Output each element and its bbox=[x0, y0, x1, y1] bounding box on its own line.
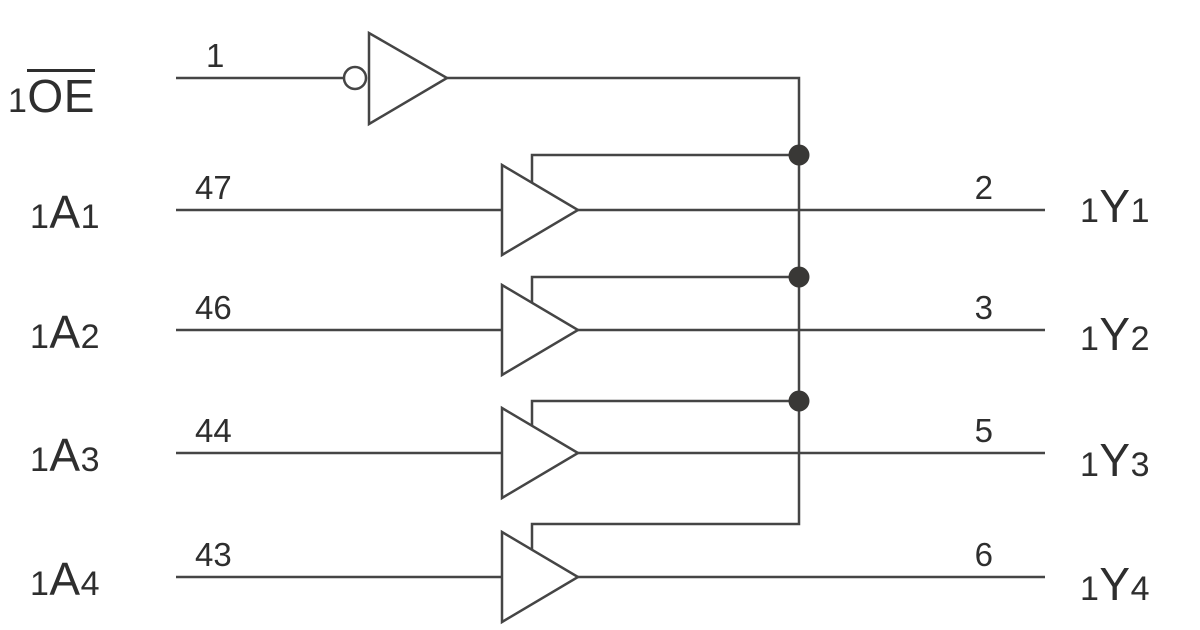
inverter-triangle-icon bbox=[367, 30, 450, 127]
signal-prefix: 1 bbox=[30, 198, 50, 236]
pin-number-input-4: 43 bbox=[195, 536, 232, 573]
signal-index: 4 bbox=[80, 565, 101, 603]
buffer-triangle-icon-4 bbox=[500, 529, 581, 625]
signal-name: Y bbox=[1099, 308, 1131, 360]
signal-prefix: 1 bbox=[1080, 446, 1100, 484]
enable-bus bbox=[447, 76, 810, 550]
junction-dot-3 bbox=[788, 390, 810, 412]
pin-number-output-4: 6 bbox=[974, 536, 993, 573]
buffer-channel-4 bbox=[176, 529, 1045, 625]
inverter-bubble-icon bbox=[342, 65, 368, 91]
junction-dot-2 bbox=[788, 266, 810, 288]
pin-number-output-2: 3 bbox=[974, 289, 993, 326]
pin-number-oe: 1 bbox=[206, 37, 225, 74]
signal-prefix: 1 bbox=[30, 441, 50, 479]
signal-name: Y bbox=[1099, 558, 1131, 610]
signal-index: 3 bbox=[1130, 446, 1151, 484]
signal-index: 1 bbox=[80, 198, 101, 236]
buffer-channel-3 bbox=[176, 405, 1045, 501]
signal-name: A bbox=[49, 186, 81, 238]
buffer-triangle-icon-2 bbox=[500, 282, 581, 378]
signal-prefix: 1 bbox=[30, 318, 50, 356]
signal-name: A bbox=[49, 429, 81, 481]
signal-label-1a2: 1A2 bbox=[30, 309, 100, 355]
signal-index: 4 bbox=[1130, 570, 1151, 608]
signal-label-1y3: 1Y3 bbox=[1080, 437, 1150, 483]
enable-bus-wire bbox=[447, 76, 801, 550]
signal-index: 1 bbox=[1130, 192, 1151, 230]
buffer-triangle-icon-3 bbox=[500, 405, 581, 501]
pin-number-output-1: 2 bbox=[974, 169, 993, 206]
signal-name: Y bbox=[1099, 180, 1131, 232]
buffer-channel-1 bbox=[176, 162, 1045, 258]
junction-dot-1 bbox=[788, 144, 810, 166]
buffer-channel-2 bbox=[176, 282, 1045, 378]
oe-inverter-gate bbox=[176, 30, 450, 127]
signal-prefix: 1 bbox=[1080, 320, 1100, 358]
signal-prefix: 1 bbox=[1080, 570, 1100, 608]
pin-number-input-1: 47 bbox=[195, 169, 232, 206]
enable-tap-2 bbox=[530, 275, 799, 303]
signal-name: A bbox=[49, 306, 81, 358]
signal-index: 2 bbox=[80, 318, 101, 356]
signal-index: 3 bbox=[80, 441, 101, 479]
signal-prefix: 1 bbox=[1080, 192, 1100, 230]
signal-label-1a4: 1A4 bbox=[30, 556, 100, 602]
signal-prefix: 1 bbox=[30, 565, 50, 603]
buffer-triangle-icon-1 bbox=[500, 162, 581, 258]
signal-label-1a1: 1A1 bbox=[30, 189, 100, 235]
signal-name-overlined: OE bbox=[27, 69, 95, 122]
pin-number-output-3: 5 bbox=[974, 412, 993, 449]
signal-name: A bbox=[49, 553, 81, 605]
pin-number-input-2: 46 bbox=[195, 289, 232, 326]
signal-name: Y bbox=[1099, 434, 1131, 486]
signal-label-1y1: 1Y1 bbox=[1080, 183, 1150, 229]
enable-tap-3 bbox=[530, 399, 799, 426]
signal-prefix: 1 bbox=[8, 82, 28, 120]
signal-index: 2 bbox=[1130, 320, 1151, 358]
signal-label-1y4: 1Y4 bbox=[1080, 561, 1150, 607]
enable-tap-1 bbox=[530, 153, 799, 183]
pin-number-input-3: 44 bbox=[195, 412, 232, 449]
signal-label-1oe: 1OE bbox=[8, 69, 95, 119]
signal-label-1y2: 1Y2 bbox=[1080, 311, 1150, 357]
signal-label-1a3: 1A3 bbox=[30, 432, 100, 478]
